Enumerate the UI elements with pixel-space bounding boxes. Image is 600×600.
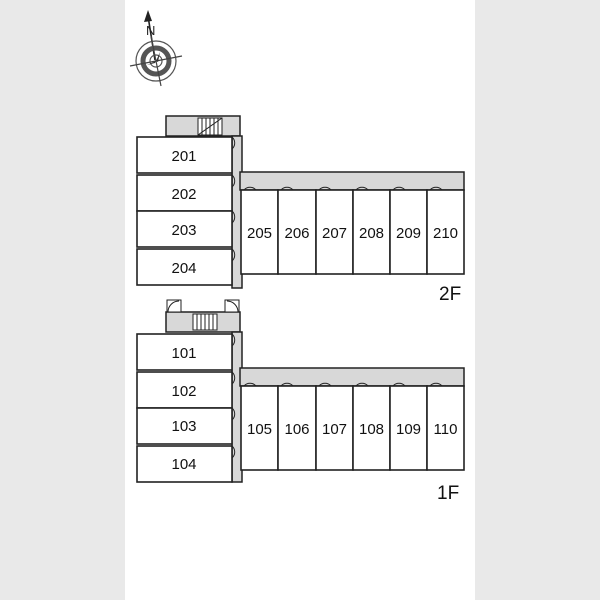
entrance-door-icon <box>166 299 182 313</box>
north-label: N <box>146 23 155 38</box>
room-label: 101 <box>171 345 196 362</box>
entrance-door-icon <box>224 299 240 313</box>
room-203: 203 <box>136 210 233 248</box>
room-label: 106 <box>284 421 309 438</box>
room-label: 205 <box>247 225 272 242</box>
door-icon <box>318 186 332 191</box>
room-label: 209 <box>396 225 421 242</box>
room-104: 104 <box>136 445 233 483</box>
door-icon <box>231 136 236 150</box>
door-icon <box>243 186 257 191</box>
door-icon <box>243 382 257 387</box>
room-label: 110 <box>434 421 458 438</box>
floor-label: 2F <box>439 284 461 305</box>
room-label: 210 <box>433 225 458 242</box>
room-label: 103 <box>171 418 196 435</box>
door-icon <box>280 382 294 387</box>
room-label: 107 <box>322 421 347 438</box>
room-label: 206 <box>284 225 309 242</box>
room-207: 207 <box>315 186 354 275</box>
stair-icon <box>192 313 218 331</box>
door-icon <box>280 186 294 191</box>
floor-label: 1F <box>437 483 459 504</box>
room-205: 205 <box>240 186 279 275</box>
room-103: 103 <box>136 407 233 445</box>
room-label: 208 <box>359 225 384 242</box>
left-wing-rooms: 101 102 103 104 <box>136 333 236 483</box>
door-icon <box>231 445 236 459</box>
room-label: 109 <box>396 421 421 438</box>
room-108: 108 <box>352 382 391 471</box>
room-106: 106 <box>277 382 317 471</box>
room-201: 201 <box>136 136 233 174</box>
room-label: 202 <box>171 186 196 203</box>
room-105: 105 <box>240 382 279 471</box>
door-icon <box>429 382 443 387</box>
door-icon <box>231 371 236 385</box>
room-204: 204 <box>136 248 233 286</box>
left-wing-rooms: 201 202 203 204 <box>136 136 236 286</box>
room-label: 201 <box>171 148 196 165</box>
door-icon <box>318 382 332 387</box>
room-label: 105 <box>247 421 272 438</box>
door-icon <box>392 186 406 191</box>
door-icon <box>231 407 236 421</box>
room-110: 110 <box>426 382 465 471</box>
room-209: 209 <box>389 186 428 275</box>
room-label: 108 <box>359 421 384 438</box>
room-206: 206 <box>277 186 317 275</box>
floor-1f-plan: 101 102 103 104 105 <box>136 299 465 504</box>
room-107: 107 <box>315 382 354 471</box>
room-208: 208 <box>352 186 391 275</box>
door-icon <box>429 186 443 191</box>
door-icon <box>231 248 236 262</box>
door-icon <box>392 382 406 387</box>
stair-icon <box>197 117 223 136</box>
door-icon <box>231 174 236 188</box>
room-label: 203 <box>171 222 196 239</box>
right-wing-rooms: 105 106 107 108 109 <box>240 382 465 471</box>
room-label: 102 <box>171 383 196 400</box>
compass-rose-icon: N <box>129 10 183 87</box>
room-102: 102 <box>136 371 233 409</box>
room-label: 204 <box>171 260 196 277</box>
room-label: 104 <box>171 456 196 473</box>
door-icon <box>355 382 369 387</box>
room-label: 207 <box>322 225 347 242</box>
right-wing-rooms: 205 206 207 208 209 <box>240 186 465 275</box>
room-109: 109 <box>389 382 428 471</box>
door-icon <box>355 186 369 191</box>
floor-plan-sheet <box>125 0 475 600</box>
door-icon <box>231 210 236 224</box>
floor-2f-plan: 201 202 203 204 205 <box>136 115 465 305</box>
door-icon <box>231 333 236 347</box>
room-210: 210 <box>426 186 465 275</box>
room-101: 101 <box>136 333 233 371</box>
room-202: 202 <box>136 174 233 212</box>
